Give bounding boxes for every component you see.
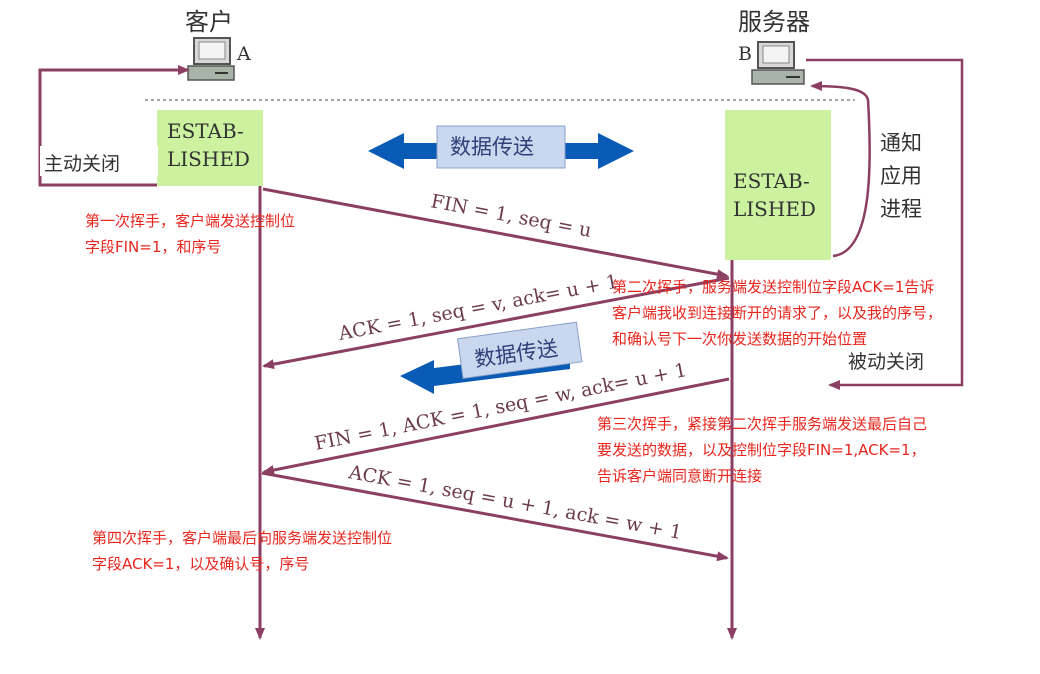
notify-app-curve <box>810 81 871 258</box>
notify-line3: 进程 <box>880 197 922 221</box>
note-first-wave-line1: 第一次挥手，客户端发送控制位 <box>85 212 295 230</box>
note-third-wave-line1: 第三次挥手，紧接第二次挥手服务端发送最后自己 <box>597 415 927 433</box>
server-computer-icon <box>751 41 805 85</box>
server-letter: B <box>738 43 752 65</box>
note-second-wave-line3: 和确认号下一次你发送数据的开始位置 <box>612 330 867 348</box>
notify-line1: 通知 <box>880 131 922 155</box>
server-state-line1: ESTAB- <box>733 169 810 193</box>
server-state-line2: LISHED <box>733 197 816 221</box>
note-second-wave-line1: 第二次挥手，服务端发送控制位字段ACK=1告诉 <box>612 278 934 296</box>
notify-line2: 应用 <box>880 164 922 188</box>
client-computer-icon <box>187 37 235 81</box>
active-close-label: 主动关闭 <box>44 153 120 175</box>
note-second-wave-line2: 客户端我收到连接断开的请求了，以及我的序号， <box>612 304 942 322</box>
active-close-bracket <box>38 65 190 187</box>
message-final-ack-arrow <box>261 471 729 562</box>
message-ack-arrow <box>262 276 730 370</box>
note-fourth-wave-line1: 第四次挥手，客户端最后向服务端发送控制位 <box>92 529 392 547</box>
client-state-line2: LISHED <box>167 147 250 171</box>
note-first-wave-line2: 字段FIN=1，和序号 <box>85 238 221 256</box>
note-fourth-wave-line2: 字段ACK=1，以及确认号，序号 <box>92 555 309 573</box>
client-title: 客户 <box>185 8 233 36</box>
note-third-wave-line3: 告诉客户端同意断开连接 <box>597 467 762 485</box>
server-title: 服务器 <box>738 8 810 36</box>
passive-close-bracket <box>806 58 964 390</box>
data-transfer-label-top: 数据传送 <box>450 135 534 159</box>
note-third-wave-line2: 要发送的数据，以及控制位字段FIN=1,ACK=1， <box>597 441 926 459</box>
passive-close-label: 被动关闭 <box>848 351 924 373</box>
data-transfer-double-arrow <box>368 125 634 169</box>
message-fin-arrow <box>262 187 729 280</box>
client-state-line1: ESTAB- <box>167 119 244 143</box>
client-letter: A <box>236 43 251 65</box>
server-state-box <box>725 110 831 260</box>
message-fin-ack-arrow <box>262 377 730 475</box>
data-transfer-left-arrow <box>400 321 583 394</box>
client-state-box <box>157 110 263 186</box>
